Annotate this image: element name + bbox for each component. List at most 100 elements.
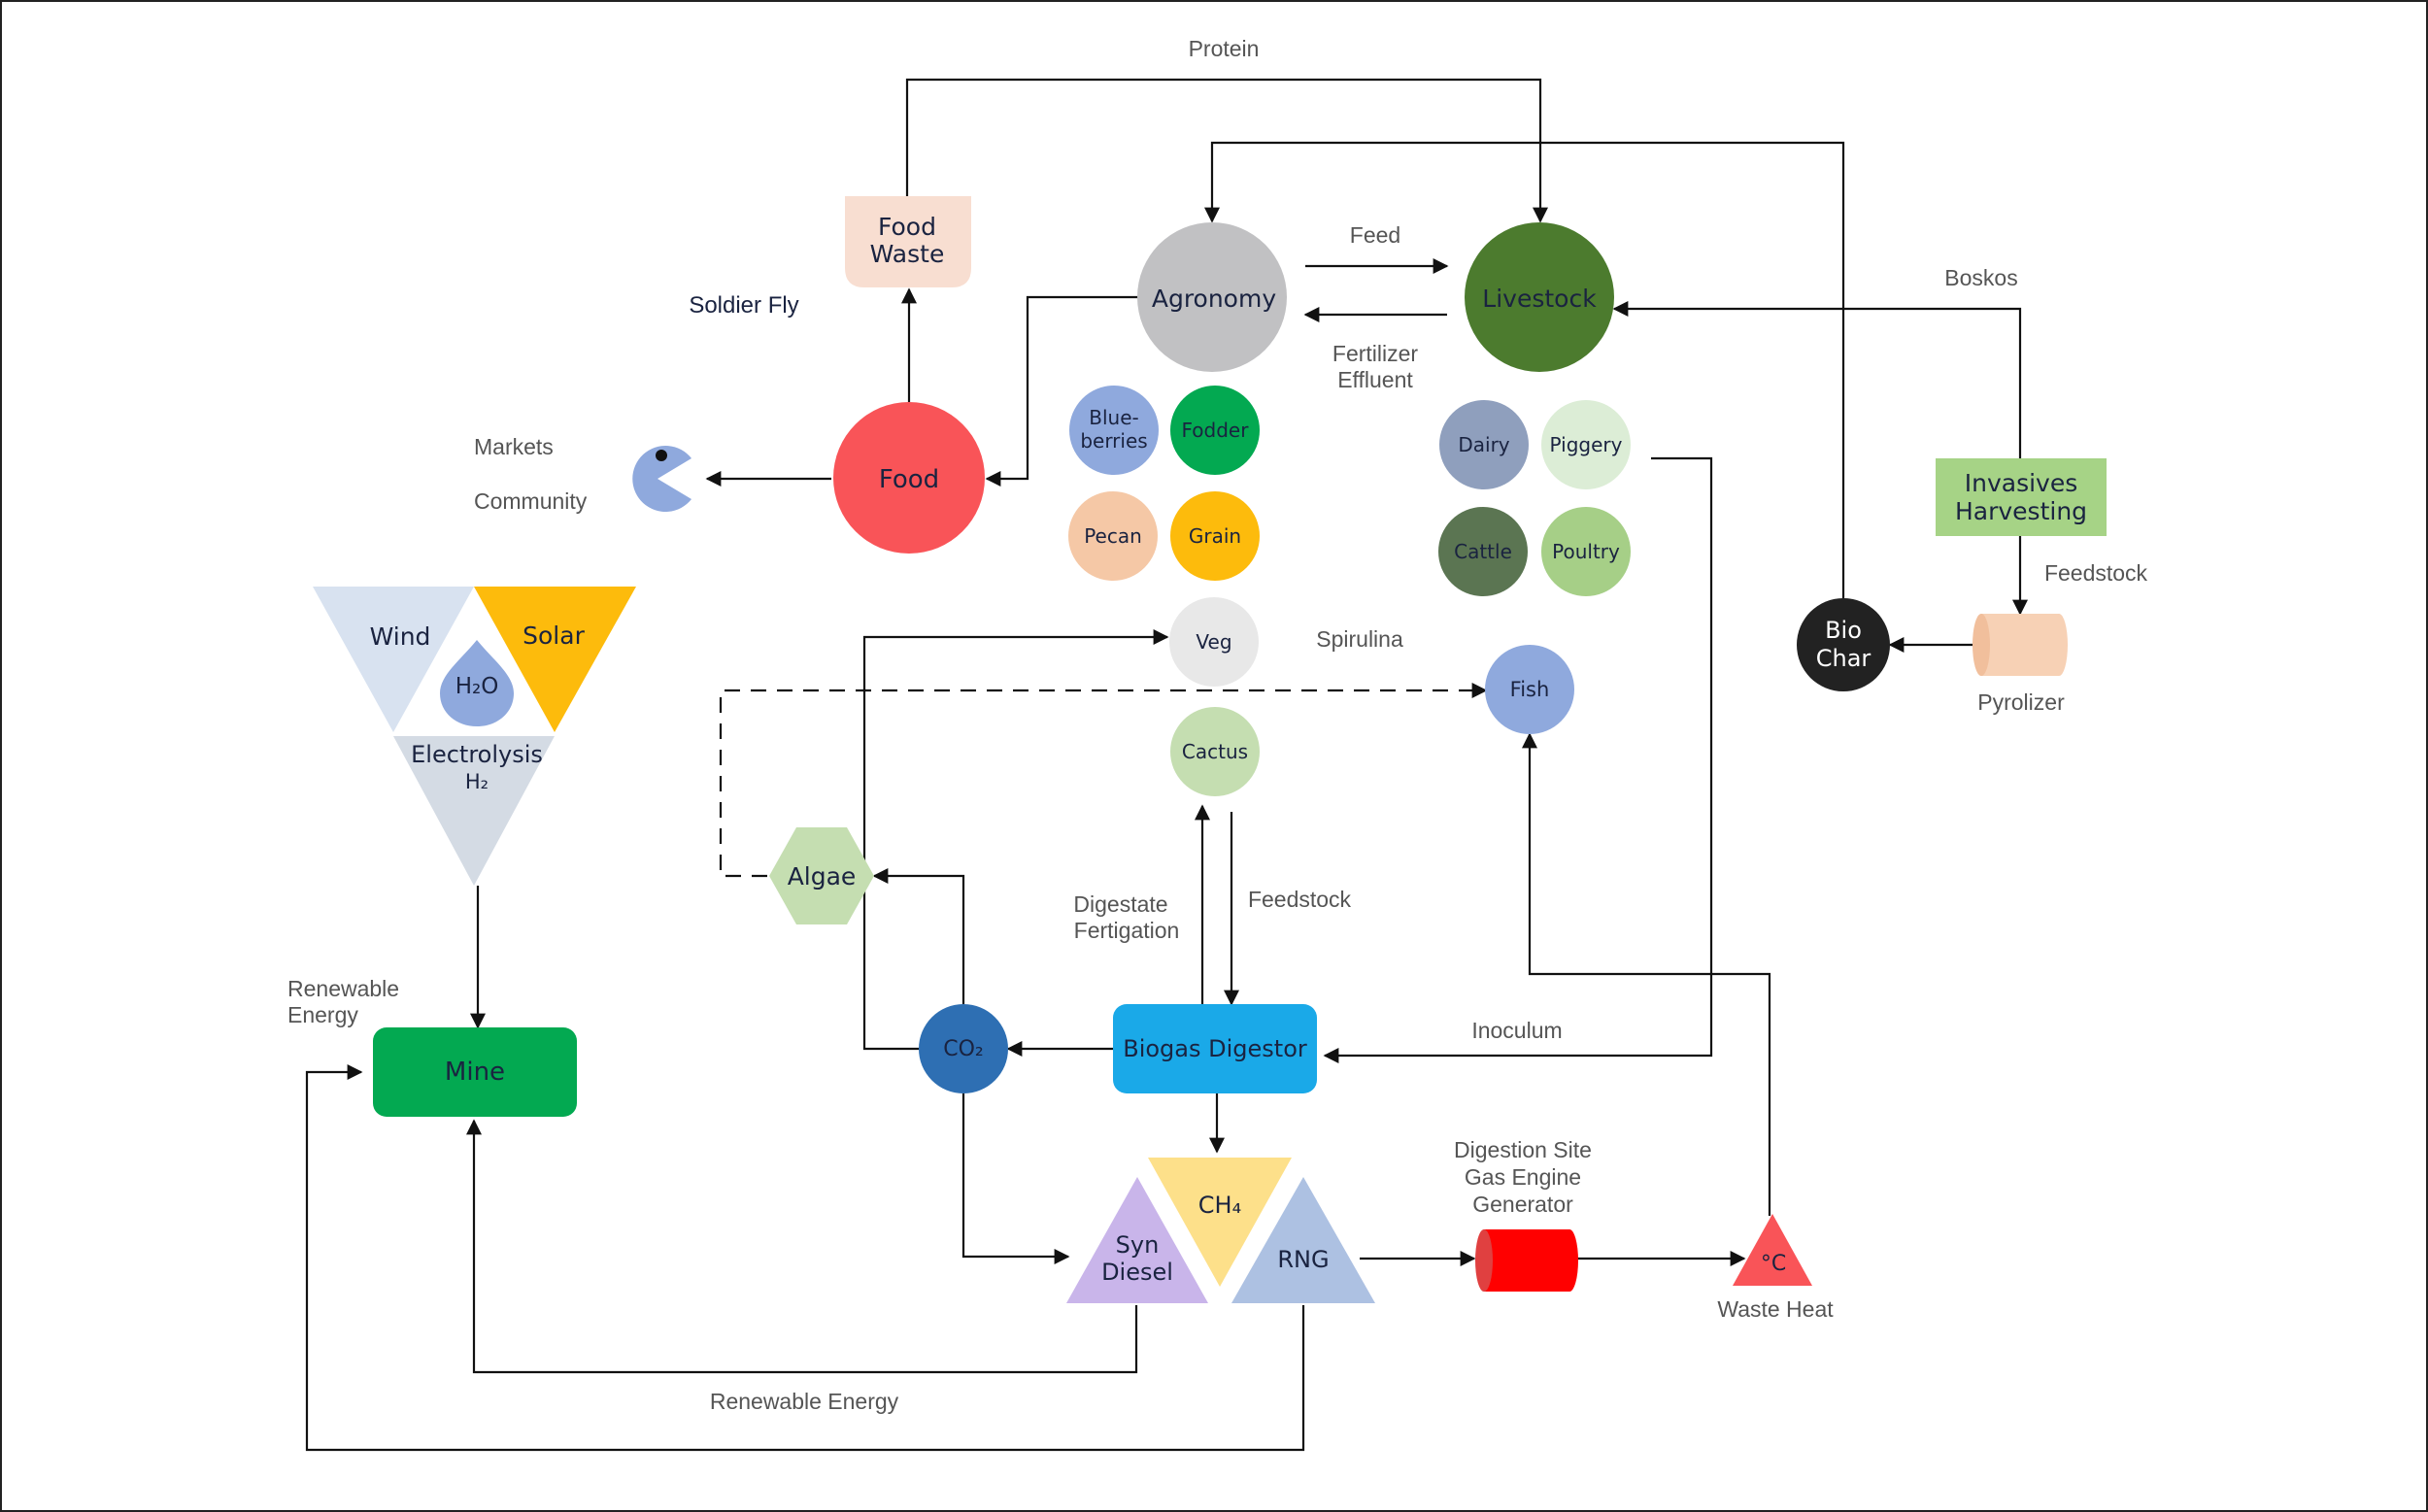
edge-co2-to-algae — [872, 868, 965, 1004]
node-agronomy[interactable]: Agronomy — [1137, 222, 1287, 372]
algae-hexagon — [769, 827, 874, 924]
ch4-label: CH₄ — [1198, 1192, 1241, 1219]
node-fish[interactable]: Fish — [1485, 645, 1574, 734]
pacman-icon — [632, 445, 691, 512]
edge-rng-to-mine — [305, 1064, 1305, 1452]
rng-triangle — [1231, 1177, 1375, 1303]
node-cattle[interactable]: Cattle — [1438, 507, 1528, 596]
veg-label: Veg — [1196, 630, 1231, 654]
algae-label: Algae — [788, 862, 857, 890]
edge-boskos — [1612, 301, 2022, 458]
co2-circle — [919, 1004, 1008, 1093]
node-fuels[interactable]: Syn Diesel CH₄ RNG — [1066, 1158, 1375, 1303]
label-fertilizer: Fertilizer — [1332, 341, 1419, 366]
label-feed: Feed — [1350, 222, 1400, 248]
biogas-rect — [1113, 1004, 1317, 1093]
cattle-label: Cattle — [1454, 540, 1512, 563]
node-biogas-digestor[interactable]: Biogas Digestor — [1113, 1004, 1317, 1093]
label-spirulina: Spirulina — [1316, 626, 1403, 652]
label-feedstock-digestor: Feedstock — [1248, 887, 1352, 912]
solar-label: Solar — [523, 622, 585, 650]
h2o-label: H₂O — [455, 674, 499, 699]
node-algae[interactable]: Algae — [769, 827, 874, 924]
label-renewable-energy-bottom: Renewable Energy — [710, 1389, 899, 1414]
electrolysis-label-1: Electrolysis — [411, 741, 543, 768]
label-protein: Protein — [1189, 36, 1260, 61]
node-veg[interactable]: Veg — [1169, 597, 1259, 687]
node-poultry[interactable]: Poultry — [1541, 507, 1631, 596]
ch4-triangle — [1148, 1158, 1292, 1287]
edge-biochar-to-agronomy — [1204, 141, 1845, 598]
node-waste-heat[interactable]: °C — [1733, 1214, 1812, 1286]
label-gas-engine: Gas Engine — [1465, 1164, 1581, 1190]
node-co2[interactable]: CO₂ — [919, 1004, 1008, 1093]
livestock-circle — [1465, 222, 1614, 372]
node-dairy[interactable]: Dairy — [1439, 400, 1529, 489]
node-generator[interactable] — [1475, 1229, 1578, 1292]
poultry-label: Poultry — [1552, 540, 1620, 563]
waste-heat-symbol: °C — [1761, 1252, 1786, 1276]
fish-label: Fish — [1510, 678, 1550, 701]
pyrolizer-body — [1981, 614, 2059, 676]
cattle-circle — [1438, 507, 1528, 596]
food-waste-label-2: Waste — [870, 240, 945, 268]
cactus-circle — [1170, 707, 1260, 796]
node-fodder[interactable]: Fodder — [1170, 386, 1260, 475]
label-inoculum: Inoculum — [1471, 1018, 1562, 1043]
invasives-label-2: Harvesting — [1955, 497, 2087, 525]
node-food-waste[interactable]: Food Waste — [845, 196, 971, 287]
node-livestock[interactable]: Livestock — [1465, 222, 1614, 372]
invasives-label-1: Invasives — [1965, 469, 2078, 497]
biogas-label: Biogas Digestor — [1123, 1035, 1307, 1062]
fodder-circle — [1170, 386, 1260, 475]
electrolysis-triangle — [393, 736, 555, 886]
labels: Protein Feed Fertilizer Effluent Boskos … — [287, 36, 2148, 1414]
label-waste-heat: Waste Heat — [1717, 1296, 1834, 1322]
label-fertigation: Fertigation — [1074, 918, 1180, 943]
cylinder-icon — [1973, 614, 1990, 676]
node-energy-cluster[interactable]: Wind Solar H₂O Electrolysis H₂ — [313, 587, 636, 886]
mine-label: Mine — [445, 1058, 505, 1087]
node-grain[interactable]: Grain — [1170, 491, 1260, 581]
livestock-label: Livestock — [1482, 285, 1597, 313]
label-renewable: Renewable — [287, 976, 399, 1001]
syn-diesel-triangle — [1066, 1177, 1208, 1303]
grain-label: Grain — [1189, 524, 1241, 548]
pacman-eye — [656, 450, 667, 461]
water-drop-icon — [440, 640, 514, 726]
node-mine[interactable]: Mine — [373, 1027, 577, 1117]
label-pyrolizer: Pyrolizer — [1977, 689, 2065, 715]
biochar-circle — [1797, 598, 1890, 691]
node-piggery[interactable]: Piggery — [1541, 400, 1631, 489]
label-feedstock-pyrolizer: Feedstock — [2044, 560, 2148, 586]
food-waste-shape — [845, 196, 971, 287]
node-invasives-harvesting[interactable]: Invasives Harvesting — [1936, 458, 2107, 536]
blueberries-label-2: berries — [1080, 429, 1147, 453]
label-digestate: Digestate — [1073, 891, 1167, 917]
rng-label: RNG — [1277, 1246, 1329, 1273]
blueberries-circle — [1069, 386, 1159, 475]
piggery-circle — [1541, 400, 1631, 489]
edge-protein — [905, 78, 1548, 223]
edge-agronomy-to-food — [985, 295, 1138, 487]
node-markets[interactable] — [632, 445, 691, 512]
node-pyrolizer[interactable] — [1973, 614, 2068, 676]
biochar-label-2: Char — [1816, 645, 1872, 672]
edge-algae-to-fish — [719, 683, 1488, 878]
node-cactus[interactable]: Cactus — [1170, 707, 1260, 796]
piggery-label: Piggery — [1550, 433, 1623, 456]
generator-body — [1484, 1229, 1569, 1292]
waste-heat-triangle — [1733, 1214, 1812, 1286]
dairy-circle — [1439, 400, 1529, 489]
node-blueberries[interactable]: Blue- berries — [1069, 386, 1159, 475]
label-effluent: Effluent — [1337, 367, 1413, 392]
electrolysis-label-2: H₂ — [465, 770, 489, 793]
edge-co2-to-syndiesel — [961, 1093, 1070, 1264]
node-food[interactable]: Food — [833, 402, 985, 554]
label-digestion-site: Digestion Site — [1454, 1137, 1592, 1162]
node-biochar[interactable]: Bio Char — [1797, 598, 1890, 691]
node-pecan[interactable]: Pecan — [1068, 491, 1158, 581]
fodder-label: Fodder — [1182, 419, 1250, 442]
edge-inoculum — [1323, 456, 1713, 1063]
